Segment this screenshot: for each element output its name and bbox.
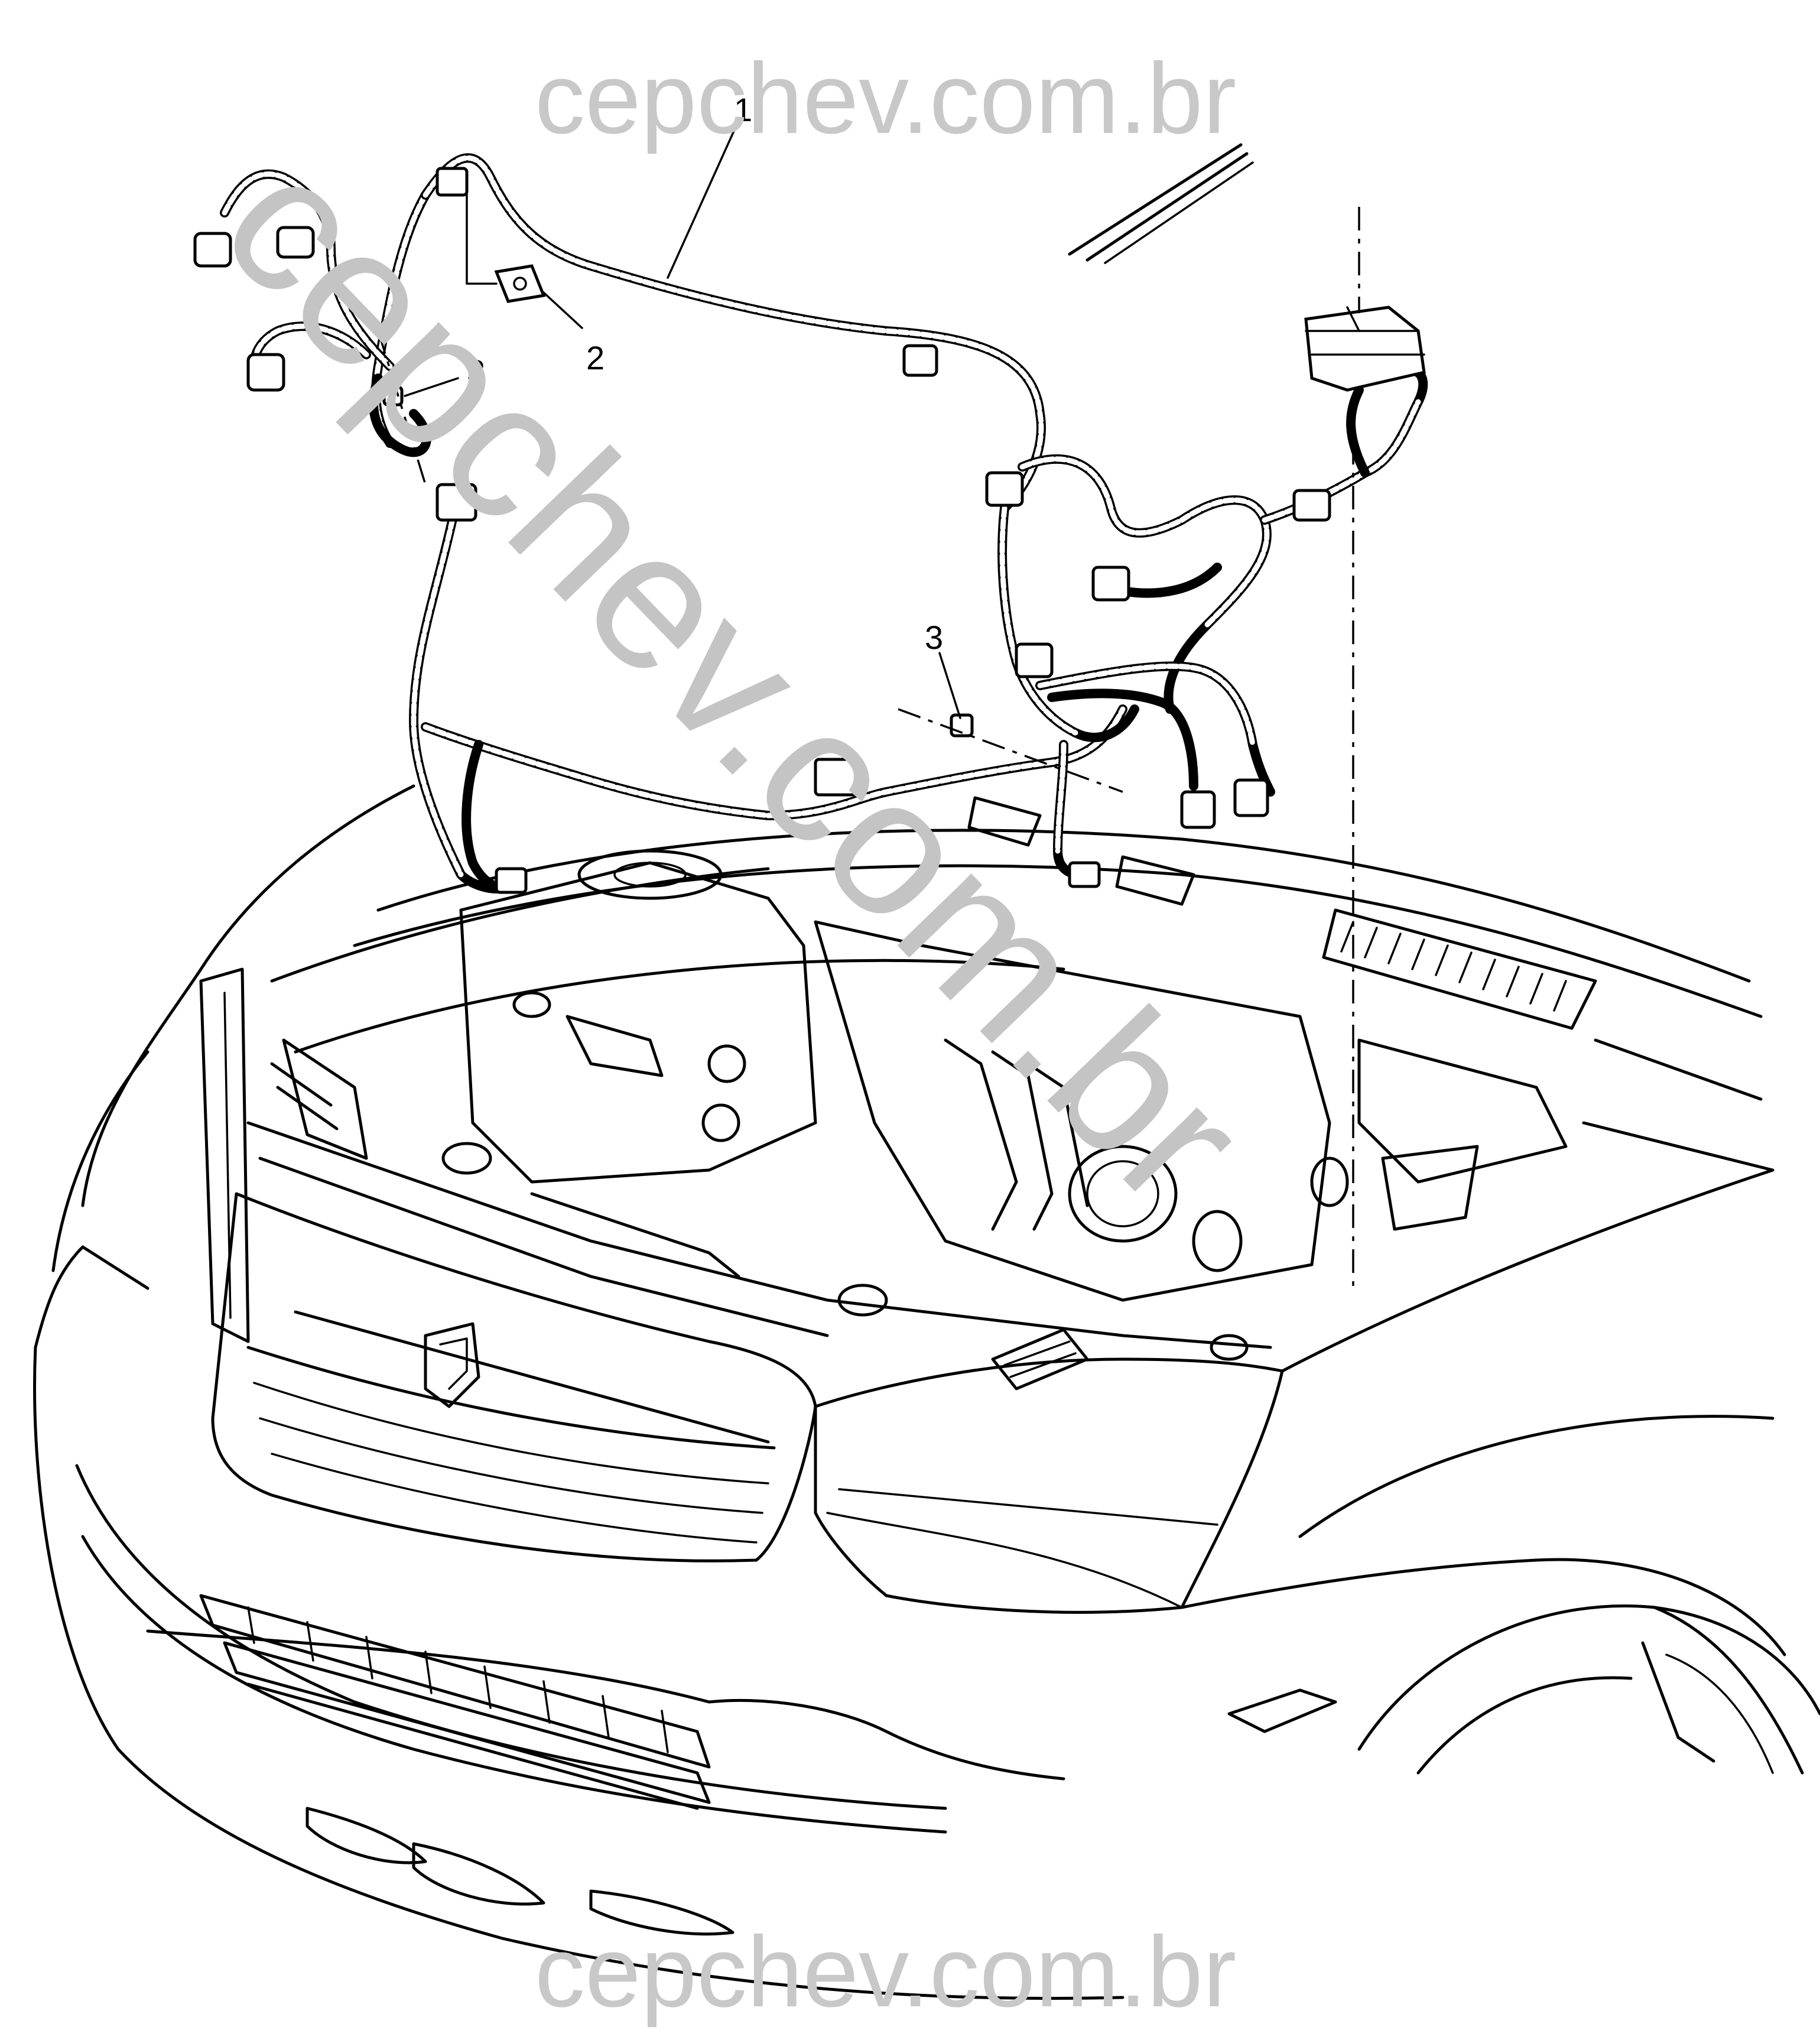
- watermark-bottom: cepchev.com.br: [535, 1916, 1236, 2028]
- callout-1: 1: [734, 91, 752, 128]
- alignment-lines: [377, 207, 1360, 1288]
- harness-connectors: [193, 167, 1331, 894]
- vehicle-body: [33, 143, 1820, 2000]
- main-grille: [211, 1192, 817, 1563]
- fuse-block: [1304, 306, 1426, 392]
- wiring-harness: [193, 153, 1428, 894]
- callout-labels: 1 2 3 3: [467, 91, 943, 656]
- callout-3-lower: 3: [925, 619, 943, 656]
- emblem-icon: [424, 1322, 480, 1408]
- callout-3-upper: 3: [467, 353, 485, 390]
- callout-leaders: [404, 126, 961, 719]
- cowl-vent-slats: [1340, 921, 1567, 1012]
- harness-bracket-part-2: [466, 188, 546, 303]
- headlamp: [814, 1357, 1284, 1614]
- lower-grille-slats: [247, 1606, 669, 1753]
- engine-compartment: [246, 796, 1774, 1391]
- watermark-top: cepchev.com.br: [535, 43, 1236, 155]
- callout-2: 2: [586, 339, 604, 376]
- watermark-diagonal: cepchev.com.br: [182, 113, 1286, 1246]
